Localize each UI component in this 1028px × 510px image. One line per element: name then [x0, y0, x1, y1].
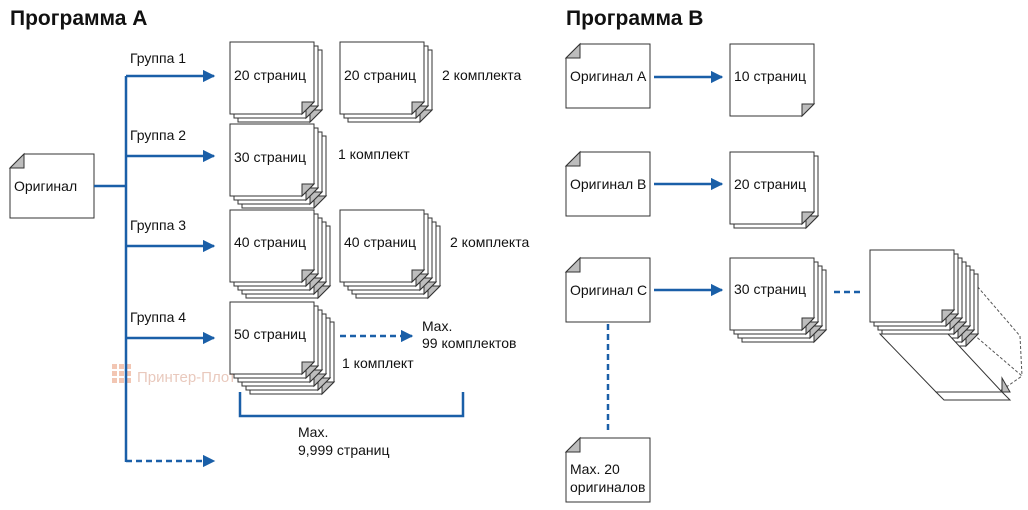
group-1-pages-set-2: 20 страниц: [344, 67, 416, 83]
watermark-logo-icon: [112, 364, 131, 383]
group-1-set-2: 20 страниц: [339, 41, 433, 123]
max-sets-line-2: 99 комплектов: [422, 335, 516, 351]
group-1-pages: 20 страниц: [234, 67, 306, 83]
program-a: Оригинал Группа 1 Группа 2 Группа 3 Груп…: [9, 41, 529, 468]
page-stack-illustration: [869, 249, 1023, 401]
original-row-a: Оригинал А: [565, 43, 651, 109]
output-row-a: 10 страниц: [729, 43, 815, 117]
group-1-sets: 2 комплекта: [442, 67, 521, 83]
original-c-label: Оригинал С: [570, 282, 647, 298]
group-1-set-1: 20 страниц: [229, 41, 323, 123]
output-c-pages: 30 страниц: [734, 281, 806, 297]
group-3-pages-set-2: 40 страниц: [344, 234, 416, 250]
group-3-set-1: 40 страниц: [229, 209, 331, 299]
original-label: Оригинал: [14, 178, 77, 194]
branch-lines: [94, 69, 414, 468]
group-2-set-1: 30 страниц: [229, 123, 327, 209]
group-3-sets: 2 комплекта: [450, 234, 529, 250]
original-a-label: Оригинал А: [570, 68, 647, 84]
original-b-label: Оригинал В: [570, 176, 646, 192]
group-4-set-1: 50 страниц: [229, 301, 335, 395]
program-b: Оригинал А 10 страниц Оригинал В 20 стра…: [565, 43, 1023, 503]
max-pages-line-2: 9,999 страниц: [298, 442, 389, 458]
max-originals-line-2: оригиналов: [570, 479, 645, 495]
group-3-pages: 40 страниц: [234, 234, 306, 250]
max-pages-bracket: [238, 392, 465, 418]
group-2-label: Группа 2: [130, 127, 186, 143]
group-3-set-2: 40 страниц: [339, 209, 441, 299]
max-sets-line-1: Max.: [422, 318, 452, 334]
output-b-pages: 20 страниц: [734, 176, 806, 192]
program-a-title: Программа А: [10, 7, 147, 30]
max-originals-sheet: Max. 20 оригиналов: [565, 437, 651, 503]
group-2-sets: 1 комплект: [338, 146, 410, 162]
group-4-label: Группа 4: [130, 309, 186, 325]
group-2-pages: 30 страниц: [234, 149, 306, 165]
group-4-pages: 50 страниц: [234, 326, 306, 342]
output-row-c: 30 страниц: [729, 257, 827, 343]
group-4-sets: 1 комплект: [342, 355, 414, 371]
original-a-sheet: Оригинал: [9, 153, 95, 219]
group-1-label: Группа 1: [130, 50, 186, 66]
max-pages-line-1: Max.: [298, 424, 328, 440]
program-b-title: Программа В: [566, 7, 703, 30]
max-originals-line-1: Max. 20: [570, 461, 620, 477]
output-a-pages: 10 страниц: [734, 68, 806, 84]
output-row-b: 20 страниц: [729, 151, 819, 229]
original-row-b: Оригинал В: [565, 151, 651, 217]
original-row-c: Оригинал С: [565, 257, 651, 323]
group-3-label: Группа 3: [130, 217, 186, 233]
